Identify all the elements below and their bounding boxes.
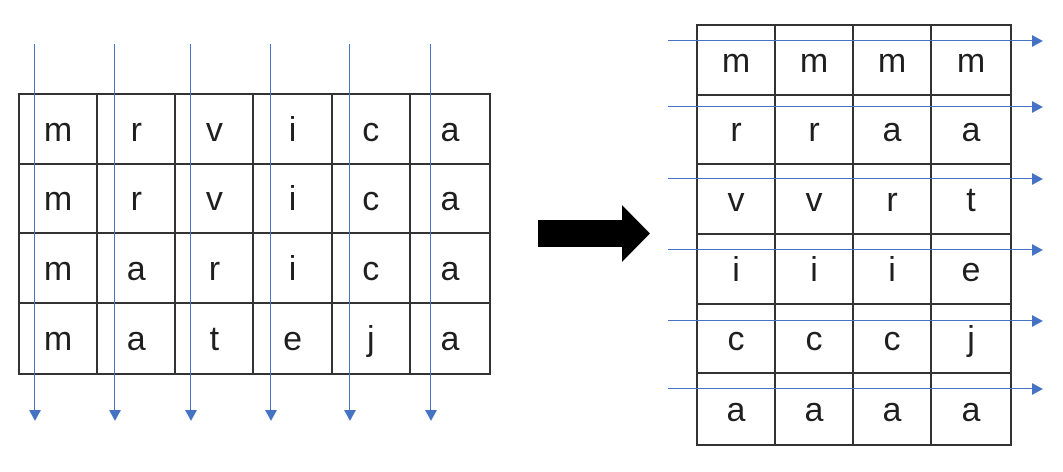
table-cell: r bbox=[698, 95, 776, 166]
table-cell: v bbox=[176, 164, 255, 234]
table-cell: m bbox=[854, 26, 932, 96]
table-cell: v bbox=[176, 95, 255, 165]
table-cell: a bbox=[98, 234, 177, 304]
table-cell: r bbox=[176, 234, 255, 304]
table-cell: v bbox=[698, 165, 776, 235]
down-arrow-icon bbox=[343, 44, 356, 421]
table-cell: a bbox=[98, 303, 177, 373]
down-arrow-icon bbox=[108, 44, 121, 421]
table-cell: c bbox=[332, 234, 411, 304]
table-cell: i bbox=[254, 164, 333, 234]
table-cell: e bbox=[254, 303, 333, 373]
right-arrow-icon bbox=[668, 382, 1043, 395]
table-cell: a bbox=[961, 391, 981, 430]
table-cell: c bbox=[698, 304, 776, 375]
table-cell: a bbox=[698, 374, 776, 444]
table-cell: j bbox=[932, 305, 1010, 375]
table-cell: r bbox=[776, 95, 854, 166]
table-cell: m bbox=[698, 26, 776, 96]
right-arrow-icon bbox=[668, 172, 1043, 185]
table-cell: j bbox=[333, 303, 411, 373]
table-cell: c bbox=[854, 304, 932, 375]
table-cell: m bbox=[776, 26, 854, 96]
table-cell: a bbox=[440, 320, 460, 359]
table-cell: e bbox=[932, 235, 1010, 305]
table-cell: t bbox=[176, 303, 255, 373]
right-arrow-icon bbox=[668, 100, 1043, 113]
table-cell: r bbox=[98, 164, 177, 234]
table-cell: m bbox=[20, 234, 99, 304]
table-cell: i bbox=[254, 234, 333, 304]
transform-right-arrow-icon bbox=[538, 205, 650, 262]
table-cell: a bbox=[854, 374, 932, 444]
table-cell: a bbox=[854, 95, 932, 166]
table-cell: a bbox=[410, 95, 489, 165]
table-cell: i bbox=[698, 234, 776, 305]
table-cell: a bbox=[410, 234, 489, 304]
down-arrow-icon bbox=[424, 44, 437, 421]
table-cell: i bbox=[776, 234, 854, 305]
table-cell: t bbox=[932, 165, 1010, 235]
table-cell: a bbox=[776, 374, 854, 444]
table-cell: r bbox=[854, 165, 932, 235]
table-cell: c bbox=[776, 304, 854, 375]
right-arrow-icon bbox=[668, 34, 1043, 47]
table-cell: r bbox=[98, 95, 177, 165]
table-cell: a bbox=[932, 96, 1010, 166]
table-cell: v bbox=[776, 165, 854, 235]
table-cell: m bbox=[20, 303, 99, 373]
table-cell: i bbox=[254, 95, 333, 165]
table-cell: m bbox=[20, 164, 99, 234]
table-cell: i bbox=[854, 234, 932, 305]
down-arrow-icon bbox=[184, 44, 197, 421]
down-arrow-icon bbox=[264, 44, 277, 421]
right-arrow-icon bbox=[668, 314, 1043, 327]
right-arrow-icon bbox=[668, 243, 1043, 256]
table-cell: a bbox=[410, 165, 489, 234]
table-cell: m bbox=[932, 26, 1010, 96]
down-arrow-icon bbox=[28, 44, 41, 421]
table-cell: c bbox=[332, 95, 411, 165]
table-cell: c bbox=[332, 164, 411, 234]
table-cell: m bbox=[20, 95, 99, 165]
